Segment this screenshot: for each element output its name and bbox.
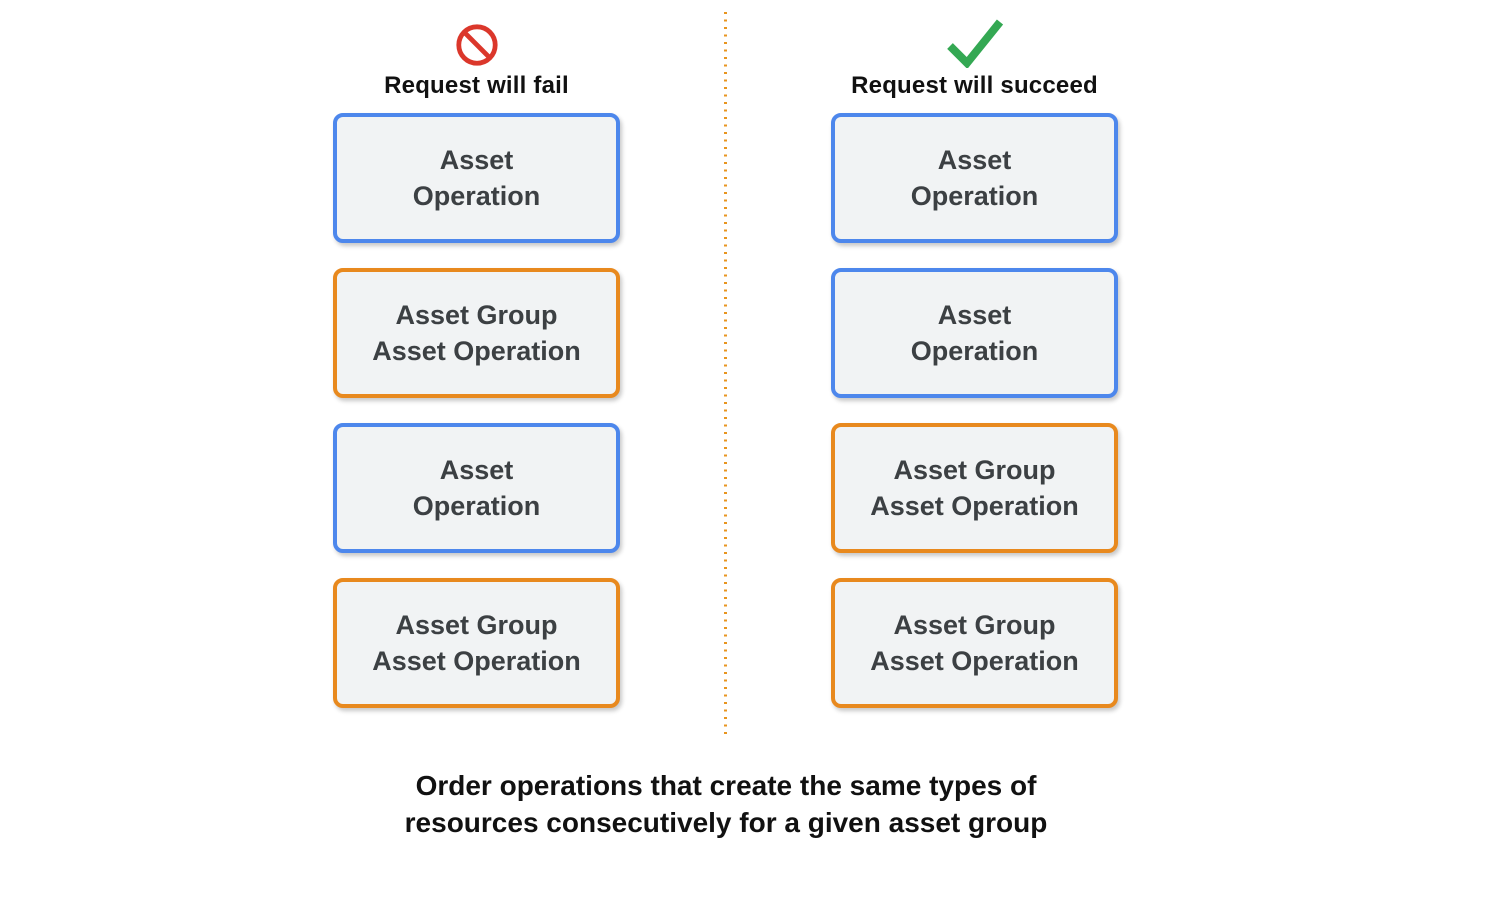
succeed-column-header: Request will succeed (831, 18, 1118, 100)
succeed-column-title: Request will succeed (851, 72, 1098, 99)
asset-group-asset-operation-box: Asset Group Asset Operation (333, 578, 620, 708)
fail-icon-slot (333, 18, 620, 68)
fail-column-header: Request will fail (333, 18, 620, 100)
prohibition-icon (455, 24, 498, 66)
asset-operation-box: Asset Operation (831, 268, 1118, 398)
fail-column-boxes: Asset Operation Asset Group Asset Operat… (333, 113, 620, 708)
checkmark-icon (946, 19, 1003, 68)
asset-group-asset-operation-box: Asset Group Asset Operation (333, 268, 620, 398)
succeed-column-boxes: Asset Operation Asset Operation Asset Gr… (831, 113, 1118, 708)
asset-group-asset-operation-box: Asset Group Asset Operation (831, 423, 1118, 553)
asset-operation-box: Asset Operation (831, 113, 1118, 243)
diagram-caption: Order operations that create the same ty… (404, 770, 1048, 838)
dotted-divider (724, 12, 727, 738)
succeed-icon-slot (831, 18, 1118, 68)
asset-operation-box: Asset Operation (333, 113, 620, 243)
asset-operation-box: Asset Operation (333, 423, 620, 553)
fail-column-title: Request will fail (384, 72, 569, 99)
asset-group-asset-operation-box: Asset Group Asset Operation (831, 578, 1118, 708)
